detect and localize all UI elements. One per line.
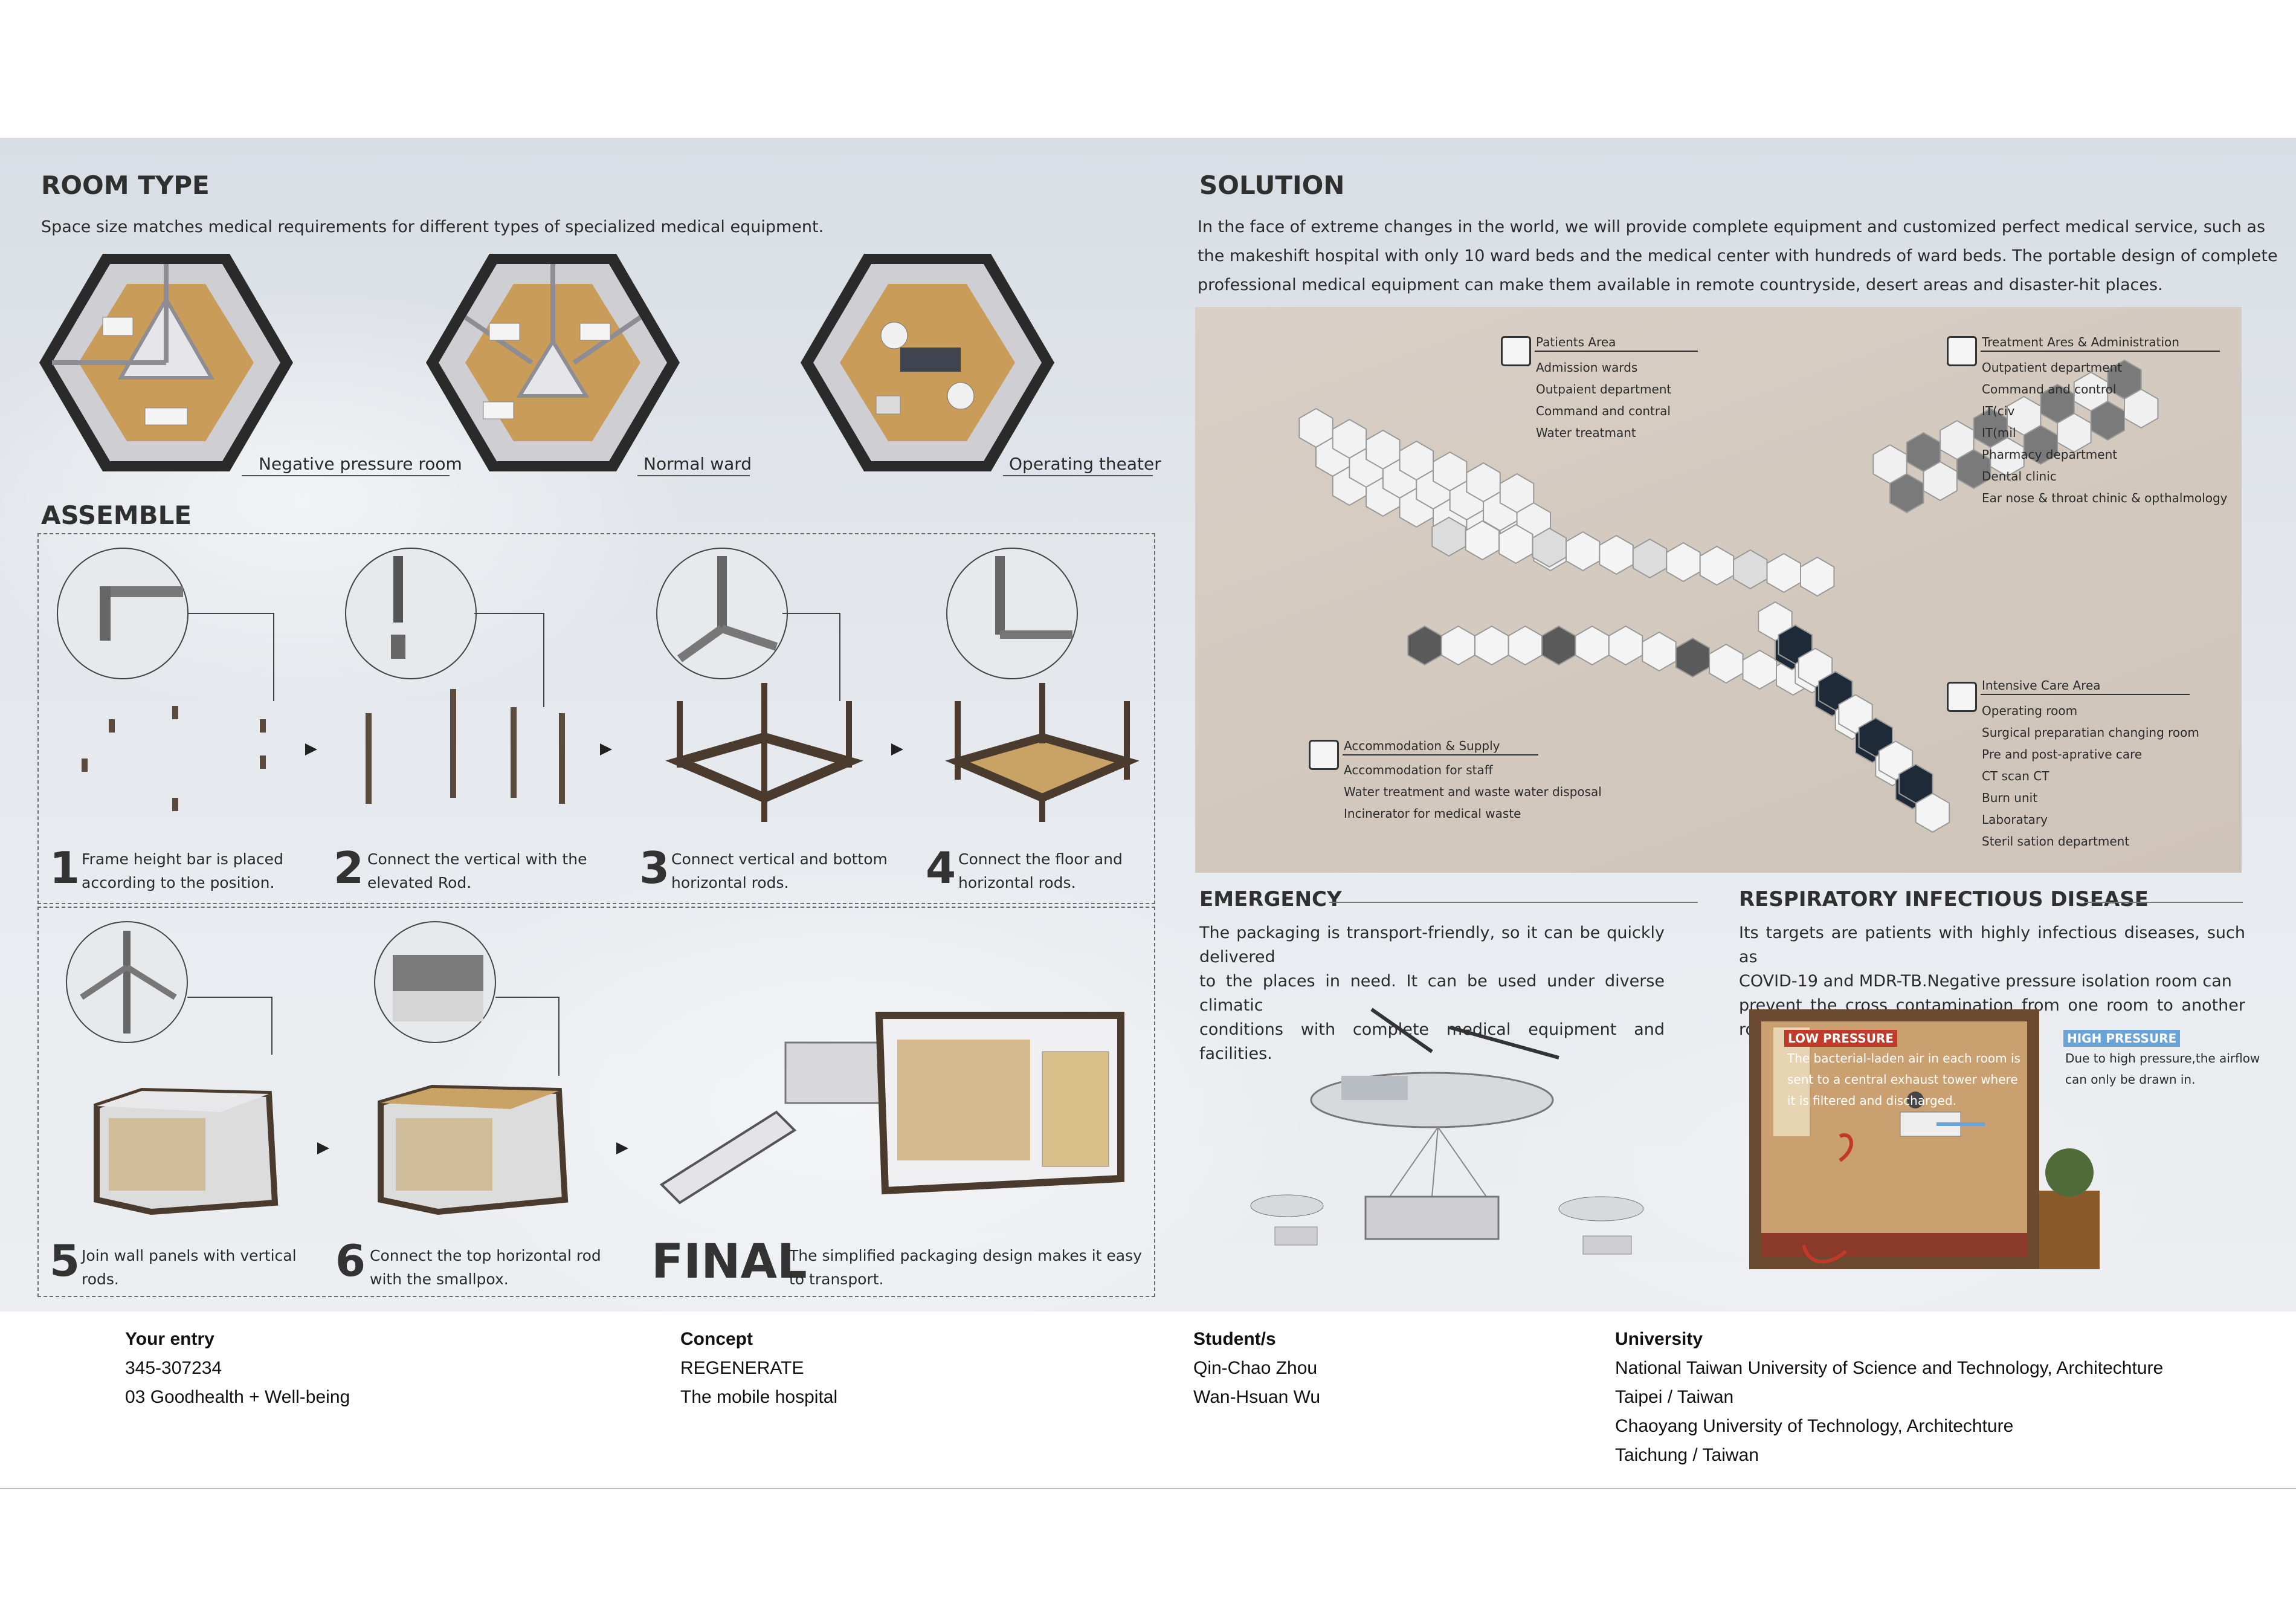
icu-area-icon [1947, 682, 1977, 712]
high-pressure-text: Due to high pressure,the airflow can onl… [2065, 1051, 2260, 1087]
hex-module [1608, 625, 1643, 666]
operating-theater-render [801, 254, 1054, 471]
hex-module [1675, 637, 1711, 678]
emergency-title: EMERGENCY [1199, 887, 1342, 911]
hex-module [1766, 552, 1801, 594]
step-2-number: 2 [334, 843, 364, 893]
hex-module [1666, 542, 1701, 583]
hex-module [1699, 545, 1735, 586]
hex-module [1709, 643, 1744, 684]
hex-module [1575, 625, 1610, 666]
hex-module [1532, 527, 1567, 568]
hex-module [1915, 792, 1950, 833]
accommodation-area-list: Accommodation for staff Water treatment … [1344, 763, 1602, 821]
icu-area-list: Operating room Surgical preparatian chan… [1982, 704, 2199, 849]
accommodation-area-icon [1309, 740, 1339, 770]
room-type-title: ROOM TYPE [41, 170, 210, 200]
hex-module [1541, 625, 1576, 666]
patients-area-list: Admission wards Outpaient department Com… [1536, 360, 1672, 440]
accommodation-area-title: Accommodation & Supply [1344, 739, 1500, 753]
hex-module [1407, 625, 1442, 666]
hex-module [1642, 631, 1677, 672]
hex-module [1474, 625, 1509, 666]
hex-module [1800, 556, 1835, 597]
low-pressure-text: The bacterial-laden air in each room is … [1787, 1051, 2020, 1108]
assemble-title: ASSEMBLE [41, 500, 192, 530]
footer-entry: Your entry 345-307234 03 Goodhealth + We… [125, 1329, 350, 1407]
high-pressure-badge: HIGH PRESSURE [2063, 1030, 2181, 1047]
site-plan-render [1195, 307, 2242, 873]
hex-module [1498, 523, 1533, 565]
hex-module [1632, 538, 1668, 579]
negative-pressure-section-render [1749, 1009, 2100, 1269]
room-label-negative-pressure: Negative pressure room [259, 454, 462, 474]
footer-students: Student/s Qin-Chao Zhou Wan-Hsuan Wu [1193, 1329, 1321, 1407]
hex-module [1599, 534, 1634, 575]
solution-text: In the face of extreme changes in the wo… [1198, 218, 2278, 294]
footer-university: University National Taiwan University of… [1615, 1329, 2164, 1465]
hex-module [2124, 388, 2159, 429]
patients-area-icon [1501, 336, 1531, 366]
room-label-operating-theater: Operating theater [1009, 454, 1161, 474]
assemble-frame-bottom [37, 907, 1155, 1297]
assemble-frame-top [37, 533, 1155, 904]
step-5-number: 5 [50, 1235, 80, 1286]
footer-concept: Concept REGENERATE The mobile hospital [680, 1329, 838, 1407]
negative-pressure-room-render [39, 254, 293, 471]
patients-area-title: Patients Area [1536, 335, 1616, 349]
helicopter-transport-render [1250, 1008, 1644, 1255]
treatment-area-icon [1947, 336, 1977, 366]
hex-module [1733, 549, 1768, 590]
respiratory-title: RESPIRATORY INFECTIOUS DISEASE [1739, 887, 2149, 911]
low-pressure-badge: LOW PRESSURE [1784, 1030, 1897, 1047]
emergency-text: The packaging is transport-friendly, so … [1199, 924, 1665, 1063]
hex-module [1431, 516, 1466, 557]
hex-module [1566, 531, 1601, 572]
icu-area-title: Intensive Care Area [1982, 678, 2101, 693]
hex-module [1742, 649, 1777, 690]
room-type-subtitle: Space size matches medical requirements … [41, 218, 824, 236]
final-label: FINAL [651, 1235, 807, 1289]
solution-title: SOLUTION [1199, 170, 1345, 200]
step-3-number: 3 [639, 843, 670, 893]
step-6-number: 6 [335, 1235, 366, 1286]
step-1-number: 1 [50, 843, 80, 893]
hex-module [1440, 625, 1476, 666]
treatment-area-list: Outpatient department Command and contro… [1982, 360, 2228, 505]
hex-module [1465, 520, 1500, 561]
hex-module [1508, 625, 1543, 666]
assemble-steps-1-4-illustrations [57, 548, 1139, 822]
normal-ward-render [426, 254, 680, 471]
footer-divider [0, 1488, 2296, 1489]
room-label-normal-ward: Normal ward [643, 454, 752, 474]
treatment-area-title: Treatment Ares & Administration [1982, 335, 2179, 349]
assemble-steps-5-final-illustrations [66, 921, 1124, 1215]
final-text: The simplified packaging design makes it… [789, 1247, 1142, 1288]
step-4-number: 4 [926, 843, 956, 893]
